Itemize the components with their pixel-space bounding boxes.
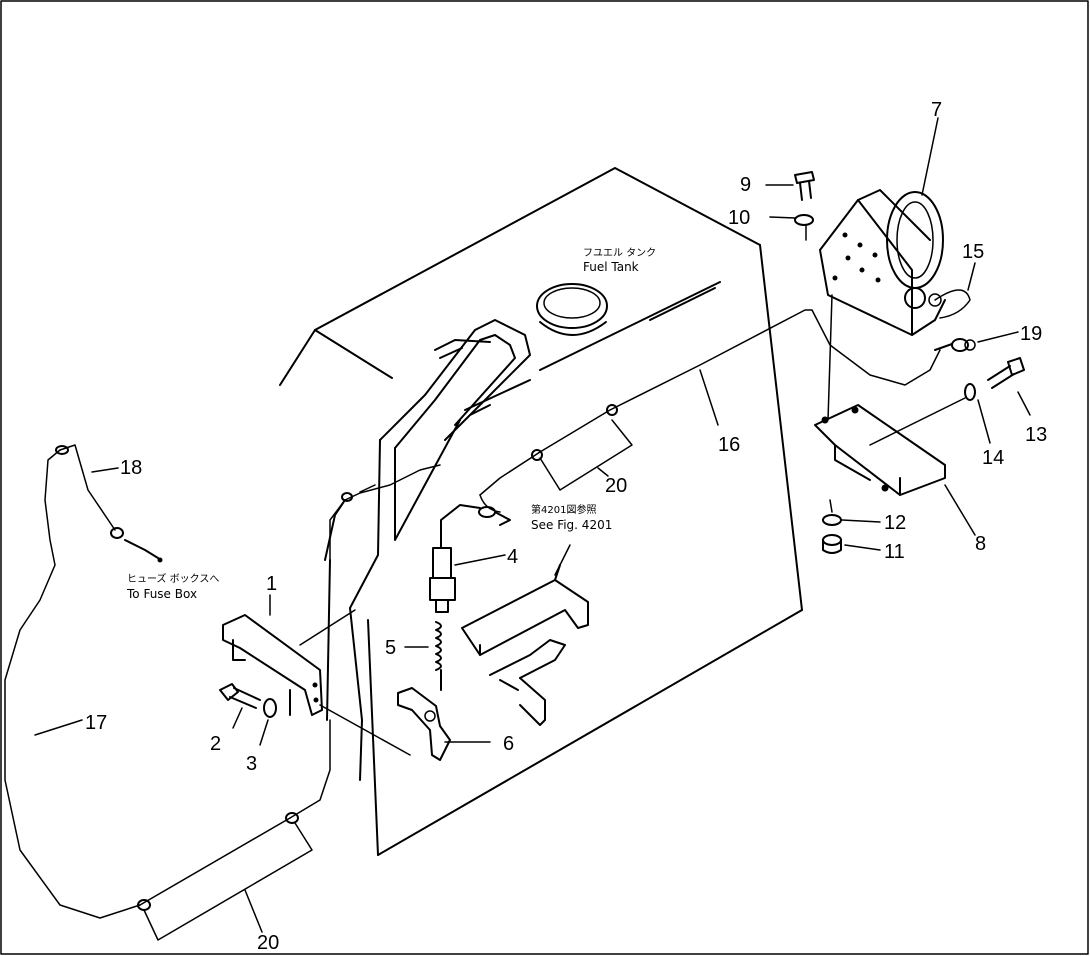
- callout-12: 12: [884, 512, 906, 534]
- wiring-harness-16: [479, 309, 941, 513]
- bracket-8: [814, 404, 946, 496]
- callout-19: 19: [1020, 323, 1042, 345]
- callout-1: 1: [266, 573, 277, 595]
- callout-7: 7: [931, 99, 942, 121]
- callout-11: 11: [884, 541, 905, 563]
- callout-2: 2: [210, 733, 221, 755]
- leader-bracket-1-bolt: [319, 704, 411, 756]
- callout-4: 4: [507, 546, 518, 568]
- leader-winch-bracket: [827, 294, 833, 421]
- fuse-box-label: To Fuse Box: [126, 587, 197, 601]
- callout-16: 16: [718, 434, 740, 456]
- fuse-box-label-jp: ヒューズ ボックスへ: [127, 572, 219, 585]
- fuel-tank-label-jp: フユエル タンク: [583, 247, 656, 259]
- leader-bolt-13: [869, 397, 966, 446]
- handle-pipe: [349, 319, 531, 781]
- bracket-1: [222, 614, 323, 716]
- sensor-assembly: [429, 504, 511, 691]
- bolt-2: [219, 683, 261, 709]
- callout-10: 10: [728, 207, 750, 229]
- see-fig-label: See Fig. 4201: [531, 518, 612, 532]
- connector-19: [934, 338, 976, 352]
- wiring-17: [4, 449, 441, 919]
- callout-20-upper: 20: [605, 475, 627, 497]
- callout-9: 9: [740, 174, 751, 196]
- bracket-6: [397, 687, 451, 761]
- bolt-9: [794, 171, 815, 201]
- reference-bracket: [461, 564, 589, 726]
- washer-14: [964, 383, 976, 401]
- callout-3: 3: [246, 753, 257, 775]
- washer-3: [263, 698, 277, 718]
- leader-nut-11: [829, 499, 833, 513]
- washer-12: [822, 514, 842, 526]
- fuel-tank: [279, 167, 803, 856]
- callout-15: 15: [962, 241, 984, 263]
- bolt-13: [987, 357, 1025, 389]
- callout-5: 5: [385, 637, 396, 659]
- wiring-18: [55, 444, 163, 563]
- callout-18: 18: [120, 457, 142, 479]
- leader-lines: [34, 117, 1031, 941]
- callout-6: 6: [503, 733, 514, 755]
- callout-14: 14: [982, 447, 1004, 469]
- callout-8: 8: [975, 533, 986, 555]
- callout-13: 13: [1025, 424, 1047, 446]
- washer-10: [794, 214, 814, 226]
- leader-bracket-1-tank: [299, 609, 356, 646]
- callout-20-lower: 20: [257, 932, 279, 954]
- nut-11: [822, 534, 842, 554]
- fuel-tank-label: Fuel Tank: [583, 260, 639, 274]
- see-fig-label-jp: 第4201図参照: [531, 503, 596, 516]
- winch-unit-7: [819, 189, 971, 336]
- callout-17: 17: [85, 712, 107, 734]
